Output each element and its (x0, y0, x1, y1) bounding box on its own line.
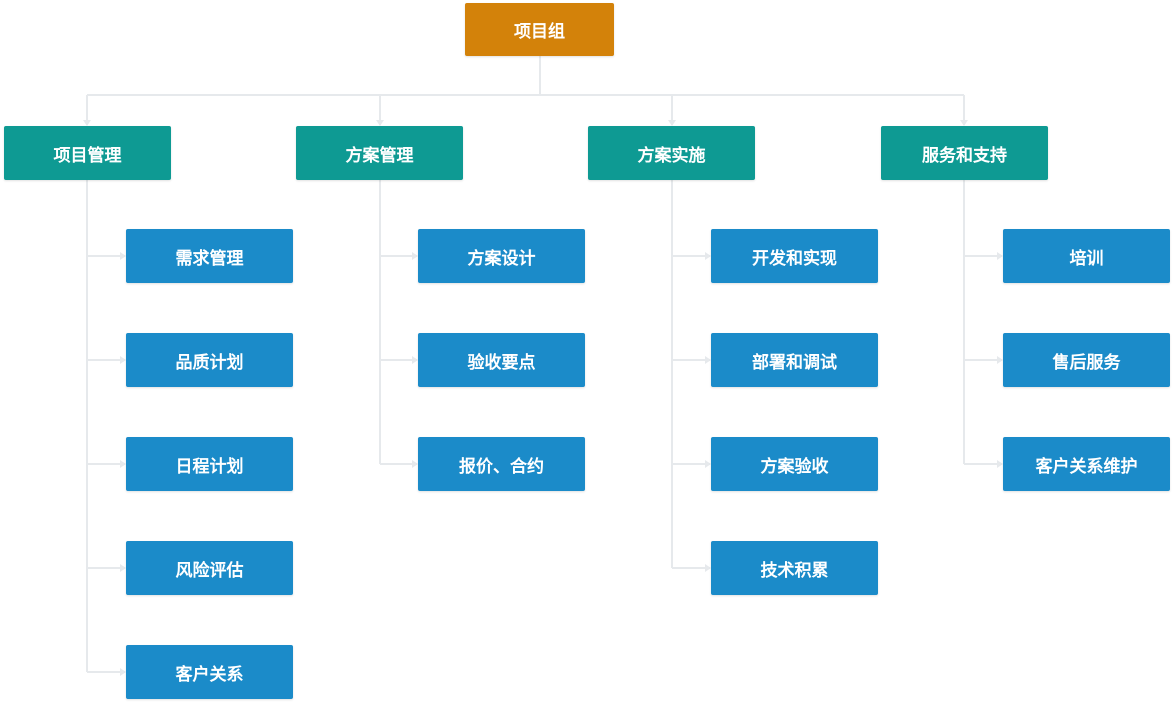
leaf-node: 日程计划 (126, 437, 293, 491)
arrow-head (120, 356, 126, 364)
leaf-node: 风险评估 (126, 541, 293, 595)
arrow-head (705, 252, 711, 260)
leaf-node: 方案设计 (418, 229, 585, 283)
arrow-head (120, 460, 126, 468)
leaf-node: 品质计划 (126, 333, 293, 387)
leaf-node: 技术积累 (711, 541, 878, 595)
arrow-head (412, 356, 418, 364)
leaf-node: 售后服务 (1003, 333, 1170, 387)
leaf-node: 部署和调试 (711, 333, 878, 387)
arrow-head (997, 356, 1003, 364)
arrow-head (120, 668, 126, 676)
leaf-node: 客户关系维护 (1003, 437, 1170, 491)
arrow-head (412, 252, 418, 260)
leaf-node: 需求管理 (126, 229, 293, 283)
arrow-head (376, 120, 384, 126)
leaf-node: 客户关系 (126, 645, 293, 699)
leaf-node: 方案验收 (711, 437, 878, 491)
arrow-head (705, 356, 711, 364)
arrow-head (705, 460, 711, 468)
leaf-node: 培训 (1003, 229, 1170, 283)
category-node-solution-implementation: 方案实施 (588, 126, 755, 180)
leaf-node: 验收要点 (418, 333, 585, 387)
arrow-head (997, 252, 1003, 260)
category-node-project-management: 项目管理 (4, 126, 171, 180)
arrow-head (705, 564, 711, 572)
root-node: 项目组 (465, 3, 614, 56)
category-node-solution-management: 方案管理 (296, 126, 463, 180)
leaf-node: 开发和实现 (711, 229, 878, 283)
arrow-head (412, 460, 418, 468)
category-node-service-and-support: 服务和支持 (881, 126, 1048, 180)
arrow-head (668, 120, 676, 126)
arrow-head (120, 252, 126, 260)
arrow-head (997, 460, 1003, 468)
leaf-node: 报价、合约 (418, 437, 585, 491)
arrow-head (960, 120, 968, 126)
arrow-head (83, 120, 91, 126)
arrow-head (120, 564, 126, 572)
